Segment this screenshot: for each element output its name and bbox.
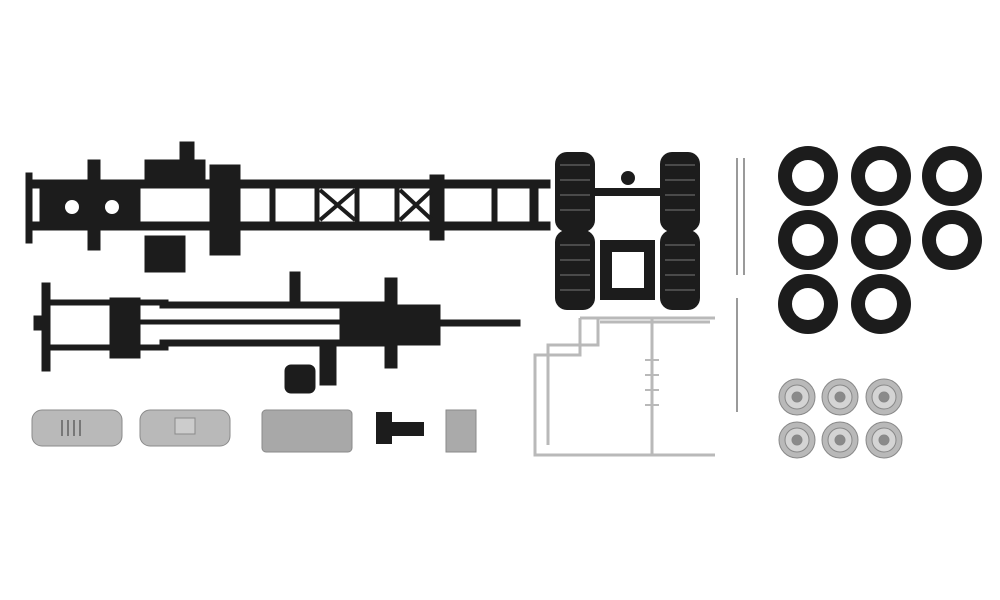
tires [778, 146, 982, 334]
tire [778, 210, 838, 270]
tire [778, 146, 838, 206]
wheel-rim [778, 421, 816, 459]
tire [922, 146, 982, 206]
wheel-rim [865, 378, 903, 416]
wheel-rims [778, 378, 903, 459]
small-black-part [376, 412, 424, 444]
tire [778, 274, 838, 334]
thin-rods [736, 158, 745, 412]
wheel-rim [821, 421, 859, 459]
tire [851, 274, 911, 334]
wheel-rim [865, 421, 903, 459]
silver-tanks-and-parts [31, 409, 477, 453]
tire [851, 146, 911, 206]
tire [851, 210, 911, 270]
tire [922, 210, 982, 270]
wheel-rim [821, 378, 859, 416]
short-chassis-frame [33, 271, 521, 394]
silver-sprue-frame [533, 316, 715, 457]
rear-axle-assemblies [555, 152, 700, 310]
long-chassis-frame [25, 141, 551, 273]
wheel-rim [778, 378, 816, 416]
